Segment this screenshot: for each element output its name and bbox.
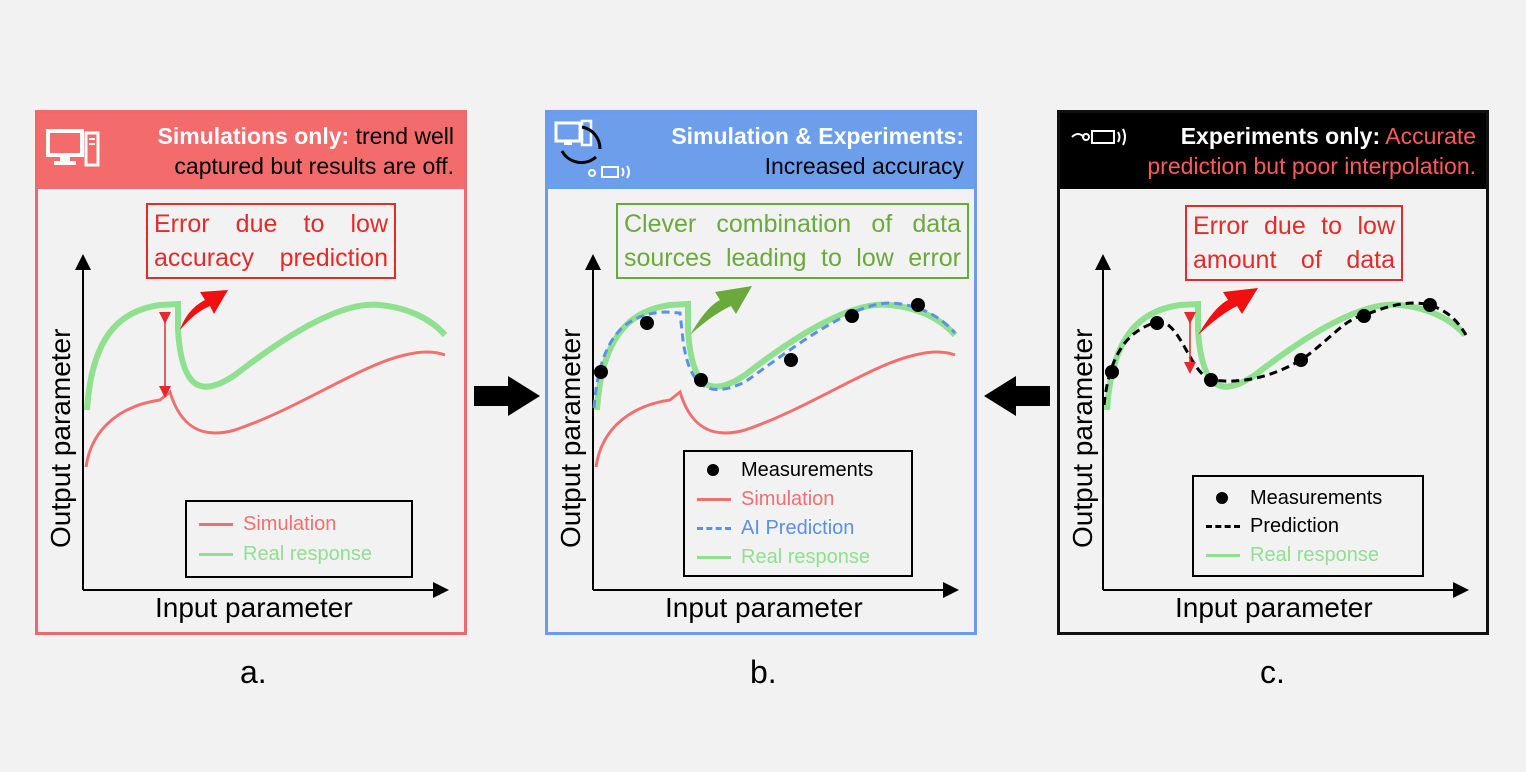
panel-a-x-axis-label: Input parameter (155, 592, 353, 623)
panel-a-legend: Simulation Real response (185, 500, 413, 578)
panel-b-simulation-curve (594, 350, 956, 468)
panel-b-legend: Measurements Simulation AI Prediction Re… (683, 450, 913, 577)
curved-arrow-icon (180, 290, 228, 330)
panel-a-label: a. (240, 654, 267, 690)
computer-icon (46, 129, 100, 167)
arrow-right-icon (474, 376, 540, 416)
panel-a-real-response-curve (84, 300, 448, 411)
panel-b-x-axis-label: Input parameter (665, 592, 863, 623)
panel-b-measurement-points (594, 298, 925, 387)
panel-c-header: Experiments only: Accurate prediction bu… (1060, 113, 1486, 189)
panel-c-header-text: Experiments only: Accurate prediction bu… (1147, 123, 1476, 179)
computer-sensor-cycle-icon (554, 119, 630, 179)
panel-b-y-axis-label: Output parameter (555, 328, 586, 548)
panel-a-header-text: Simulations only: trend well captured bu… (157, 123, 454, 179)
curved-arrow-icon (690, 286, 752, 335)
arrow-left-icon (984, 376, 1050, 416)
panel-a-simulation-curve (84, 350, 446, 468)
panel-c-measurement-points (1105, 298, 1437, 387)
panel-a-y-axis-label: Output parameter (45, 328, 76, 548)
panel-c-error-callout: Error due to low amount of data (1185, 205, 1403, 281)
sensor-icon (1071, 128, 1126, 146)
panel-c-legend: Measurements Prediction Real response (1192, 475, 1424, 577)
curved-arrow-icon (1198, 288, 1258, 335)
panel-b-header: Simulation & Experiments: Increased accu… (548, 113, 974, 189)
panel-c-label: c. (1260, 654, 1285, 690)
panel-b-combination-callout: Clever combination of data sources leadi… (616, 203, 969, 279)
panel-b-ai-prediction-curve (592, 301, 957, 409)
panel-b-header-text: Simulation & Experiments: Increased accu… (671, 123, 964, 179)
panel-b-label: b. (750, 654, 777, 690)
panel-c-y-axis-label: Output parameter (1067, 328, 1098, 548)
panel-a-header: Simulations only: trend well captured bu… (38, 113, 464, 189)
panel-simulations-only: Simulations only: trend well captured bu… (35, 110, 467, 635)
panel-simulation-and-experiments: Simulation & Experiments: Increased accu… (545, 110, 977, 635)
panel-a-error-callout: Error due to low accuracy prediction (146, 203, 396, 279)
panel-c-x-axis-label: Input parameter (1175, 592, 1373, 623)
